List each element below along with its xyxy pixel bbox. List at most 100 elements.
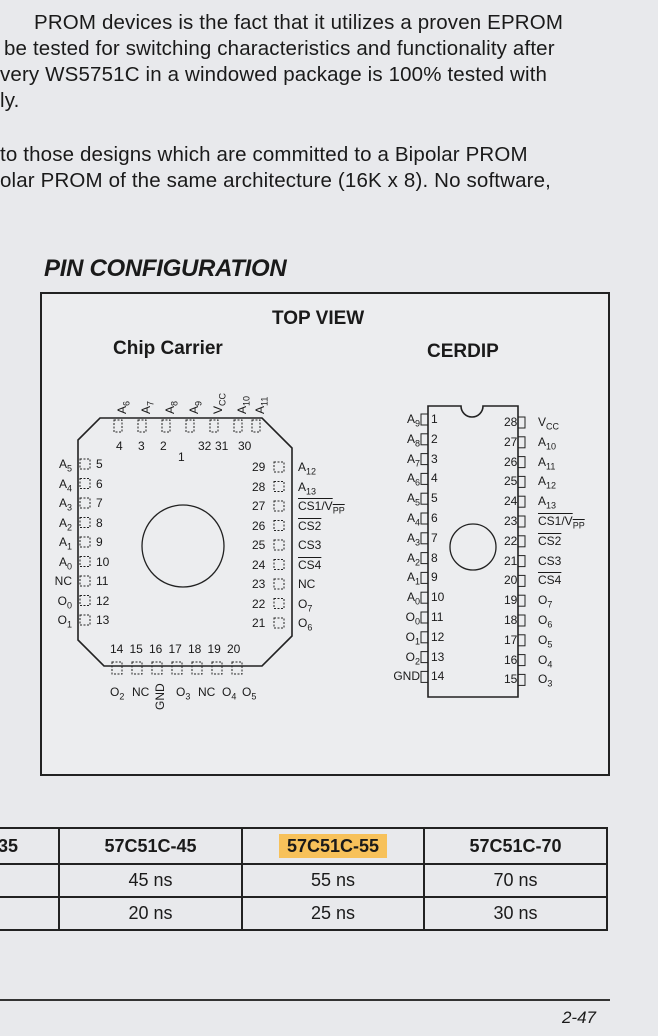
pin-pad: [79, 575, 91, 587]
pin-pad: [420, 631, 429, 644]
pin-pad: [517, 555, 526, 568]
cc-left-pin-number: 12: [96, 593, 110, 608]
pin-pad: [420, 552, 429, 565]
dip-right-pin-number: 28: [504, 415, 518, 429]
table-cell: 55 ns: [241, 863, 425, 898]
chip-carrier-center-circle: [141, 504, 225, 588]
cc-right-signal: O7: [298, 596, 313, 613]
cc-right-pin-number: 28: [252, 479, 266, 494]
table-header: 57C51C-70: [423, 827, 608, 865]
dip-left-pin-number: 1: [431, 412, 438, 426]
cc-left-signal: A0: [58, 554, 72, 571]
dip-left-signal: O1: [405, 629, 420, 647]
pin-pad: [151, 661, 163, 675]
pin-pad: [273, 539, 285, 551]
pin-pad: [420, 651, 429, 664]
cc-right-pin-number: 26: [252, 518, 266, 533]
cc-left-pin-number: 6: [96, 476, 103, 491]
dip-left-pin-number: 10: [431, 590, 445, 605]
cc-right-signal: NC: [298, 577, 316, 591]
table-cell: [0, 896, 60, 931]
dip-right-signal: CS4: [538, 573, 562, 588]
dip-left-signal: O0: [405, 610, 420, 627]
pin-pad: [517, 614, 526, 627]
text-line: to those designs which are committed to …: [0, 143, 528, 166]
dip-right-signal: A10: [538, 434, 557, 452]
pin-pad: [211, 661, 223, 675]
dip-left-signal: A6: [406, 471, 420, 488]
pin-pad: [185, 419, 195, 433]
dip-right-pin-number: 23: [504, 514, 518, 528]
dip-left-signal: A1: [406, 570, 420, 587]
cc-left-signal: A1: [58, 535, 72, 552]
cc-right-signal: CS3: [298, 538, 322, 552]
cerdip-center-circle: [449, 523, 497, 571]
pin-pad: [420, 591, 429, 604]
dip-left-pin-number: 12: [431, 629, 445, 644]
text-line: PROM devices is the fact that it utilize…: [34, 11, 564, 34]
dip-right-signal: O4: [538, 652, 553, 669]
dip-right-pin-number: 15: [504, 672, 518, 687]
dip-right-pin-number: 26: [504, 454, 518, 469]
dip-right-signal: CS3: [538, 553, 562, 568]
cc-left-signal: A4: [58, 476, 72, 493]
pin-pad: [420, 532, 429, 545]
design-paragraph: to those designs which are committed to …: [0, 142, 658, 194]
pin-pad: [420, 453, 429, 466]
cc-bottom-signal: O4: [222, 685, 237, 702]
chip-carrier-label: Chip Carrier: [113, 338, 223, 359]
pin-pad: [517, 634, 526, 647]
cc-bottom-pin-number: 19: [207, 642, 221, 656]
pin-pad: [273, 617, 285, 629]
chip-carrier-outline: [77, 417, 293, 667]
cc-left-signal: O0: [57, 593, 72, 610]
pin-pad: [517, 673, 526, 686]
pin-pad: [251, 419, 261, 433]
cc-top-pin-number: 32: [198, 439, 212, 453]
cc-left-pin-number: 11: [96, 574, 109, 588]
dip-left-pin-number: 4: [431, 471, 438, 486]
cc-right-signal: CS4: [298, 557, 322, 572]
cc-bottom-signal: O2: [110, 685, 125, 702]
cc-bottom-pin-number: 15: [129, 642, 143, 656]
cc-bottom-signal: NC: [132, 685, 150, 699]
speed-table: 35 57C51C-45 57C51C-55 57C51C-70 45 ns 5…: [0, 827, 608, 931]
page-number: 2-47: [561, 1008, 596, 1027]
pin-pad: [209, 419, 219, 433]
cc-bottom-pin-number: 17: [168, 642, 182, 656]
cc-right-pin-number: 24: [252, 557, 266, 572]
dip-right-pin-number: 22: [504, 533, 518, 548]
pin-pad: [137, 419, 147, 433]
pin-pad: [420, 512, 429, 525]
dip-left-signal: A5: [406, 491, 420, 508]
table-row: 45 ns 55 ns 70 ns: [0, 863, 608, 898]
dip-right-signal: O3: [538, 672, 553, 689]
dip-right-signal: A11: [538, 454, 556, 471]
dip-right-pin-number: 20: [504, 573, 518, 588]
table-header: 57C51C-45: [58, 827, 243, 865]
footer-rule: [0, 999, 610, 1001]
pin-pad: [517, 436, 526, 449]
dip-left-signal: A8: [406, 431, 420, 449]
pin-pad: [517, 594, 526, 607]
highlight-marker: 57C51C-55: [278, 833, 388, 858]
pin-pad: [273, 481, 285, 492]
pin-pad: [273, 578, 285, 590]
text-line: very WS5751C in a windowed package is 10…: [0, 63, 548, 86]
table-cell: [0, 863, 60, 898]
pin-pad: [517, 535, 526, 548]
dip-left-pin-number: 9: [431, 570, 438, 585]
pin-pad: [231, 661, 243, 675]
cc-top-pin-number: 31: [215, 439, 229, 453]
pin-pad: [273, 598, 285, 609]
table-cell: 30 ns: [423, 896, 608, 931]
dip-left-pin-number: 6: [431, 511, 438, 525]
dip-right-pin-number: 16: [504, 652, 518, 667]
cc-bottom-pin-number: 20: [227, 642, 241, 656]
cc-right-signal: O6: [298, 616, 313, 633]
dip-left-pin-number: 5: [431, 491, 438, 506]
section-title: PIN CONFIGURATION: [44, 255, 287, 282]
dip-left-signal: A2: [406, 550, 420, 567]
cc-right-signal: A13: [298, 479, 317, 496]
cc-right-signal: A12: [298, 460, 317, 477]
